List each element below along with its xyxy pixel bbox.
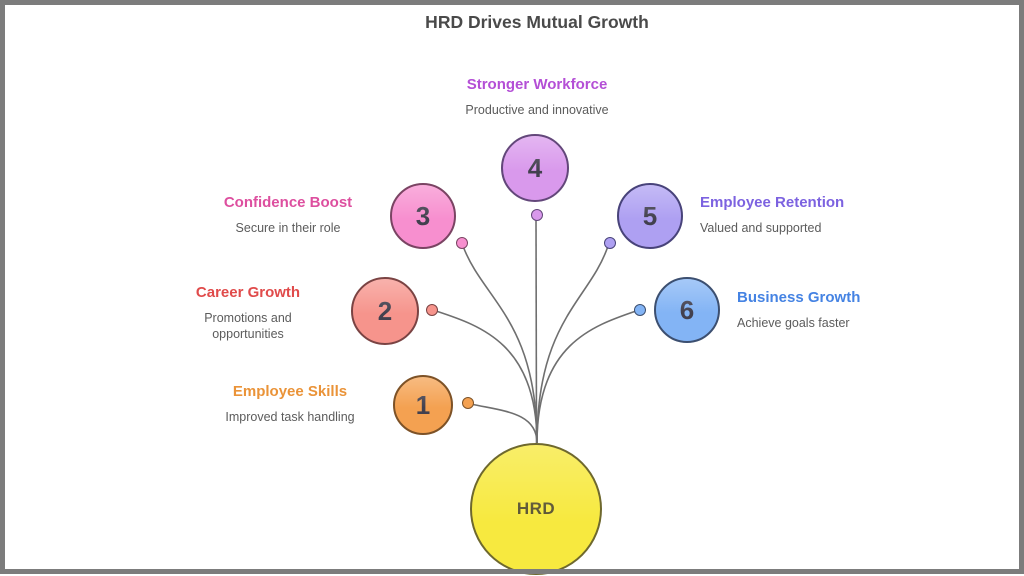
node-circle-employee-skills: 1	[393, 375, 453, 435]
label-heading: Employee Skills	[232, 383, 348, 400]
node-circle-confidence-boost: 3	[390, 183, 456, 249]
node-number: 1	[415, 389, 431, 420]
connector-dot-4	[531, 209, 543, 221]
label-career-growth: Career Growth Promotions and opportuniti…	[196, 283, 300, 342]
label-stronger-workforce: Stronger Workforce Productive and innova…	[465, 75, 608, 119]
label-description: Promotions and opportunities	[204, 311, 292, 341]
label-description: Productive and innovative	[465, 103, 609, 117]
connector-line-1	[470, 403, 538, 444]
connector-line-3	[462, 245, 538, 444]
connector-dot-6	[634, 304, 646, 316]
connector-line-4	[535, 215, 538, 444]
label-heading: Employee Retention	[700, 194, 845, 211]
node-number: 3	[415, 200, 431, 231]
connector-line-5	[536, 245, 609, 444]
connector-dot-2	[426, 304, 438, 316]
connector-dot-1	[462, 397, 474, 409]
node-number: 2	[377, 295, 393, 326]
label-description: Valued and supported	[700, 221, 822, 235]
hrd-center-circle: HRD	[470, 443, 602, 575]
label-description: Secure in their role	[235, 221, 341, 235]
label-heading: Business Growth	[737, 289, 861, 306]
label-description: Achieve goals faster	[737, 316, 850, 330]
connector-dot-5	[604, 237, 616, 249]
label-heading: Stronger Workforce	[466, 76, 608, 93]
label-description: Improved task handling	[225, 410, 355, 424]
node-circle-career-growth: 2	[351, 277, 419, 345]
node-number: 4	[527, 152, 543, 183]
label-employee-skills: Employee Skills Improved task handling	[225, 382, 354, 426]
node-circle-business-growth: 6	[654, 277, 720, 343]
page-title: HRD Drives Mutual Growth	[425, 12, 649, 32]
node-circle-employee-retention: 5	[617, 183, 683, 249]
node-number: 5	[642, 200, 658, 231]
label-confidence-boost: Confidence Boost Secure in their role	[224, 193, 352, 237]
hrd-label: HRD	[516, 499, 556, 518]
label-business-growth: Business Growth Achieve goals faster	[737, 288, 860, 332]
connector-line-6	[536, 310, 637, 444]
connector-line-2	[435, 310, 538, 444]
connector-dot-3	[456, 237, 468, 249]
node-number: 6	[679, 294, 695, 325]
node-circle-stronger-workforce: 4	[501, 134, 569, 202]
label-employee-retention: Employee Retention Valued and supported	[700, 193, 844, 237]
label-heading: Confidence Boost	[223, 194, 353, 211]
label-heading: Career Growth	[195, 284, 301, 301]
